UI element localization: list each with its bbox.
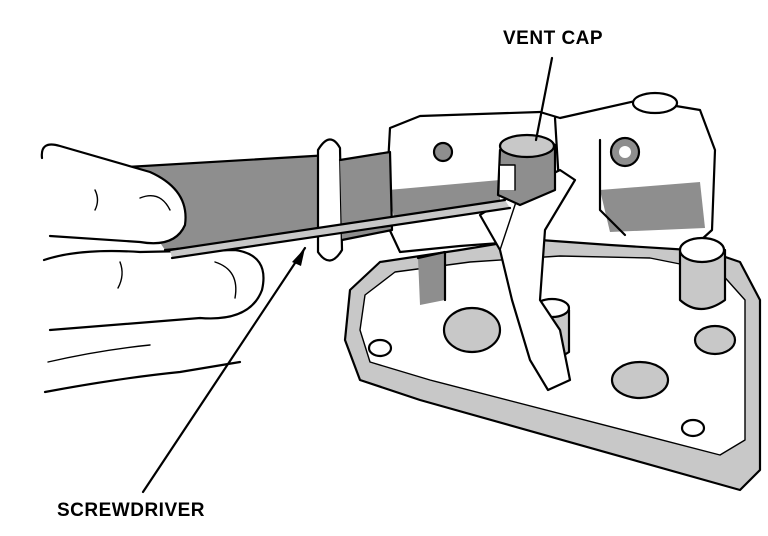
screwdriver-leader-line: [141, 246, 307, 494]
hand: [40, 143, 265, 394]
arrowhead: [292, 248, 305, 266]
vent-cap-label: VENT CAP: [503, 28, 603, 49]
vent-cap-leader-line: [534, 56, 554, 142]
vent-cap: [496, 133, 557, 207]
screwdriver: [168, 198, 512, 260]
screwdriver-label: SCREWDRIVER: [57, 500, 205, 521]
